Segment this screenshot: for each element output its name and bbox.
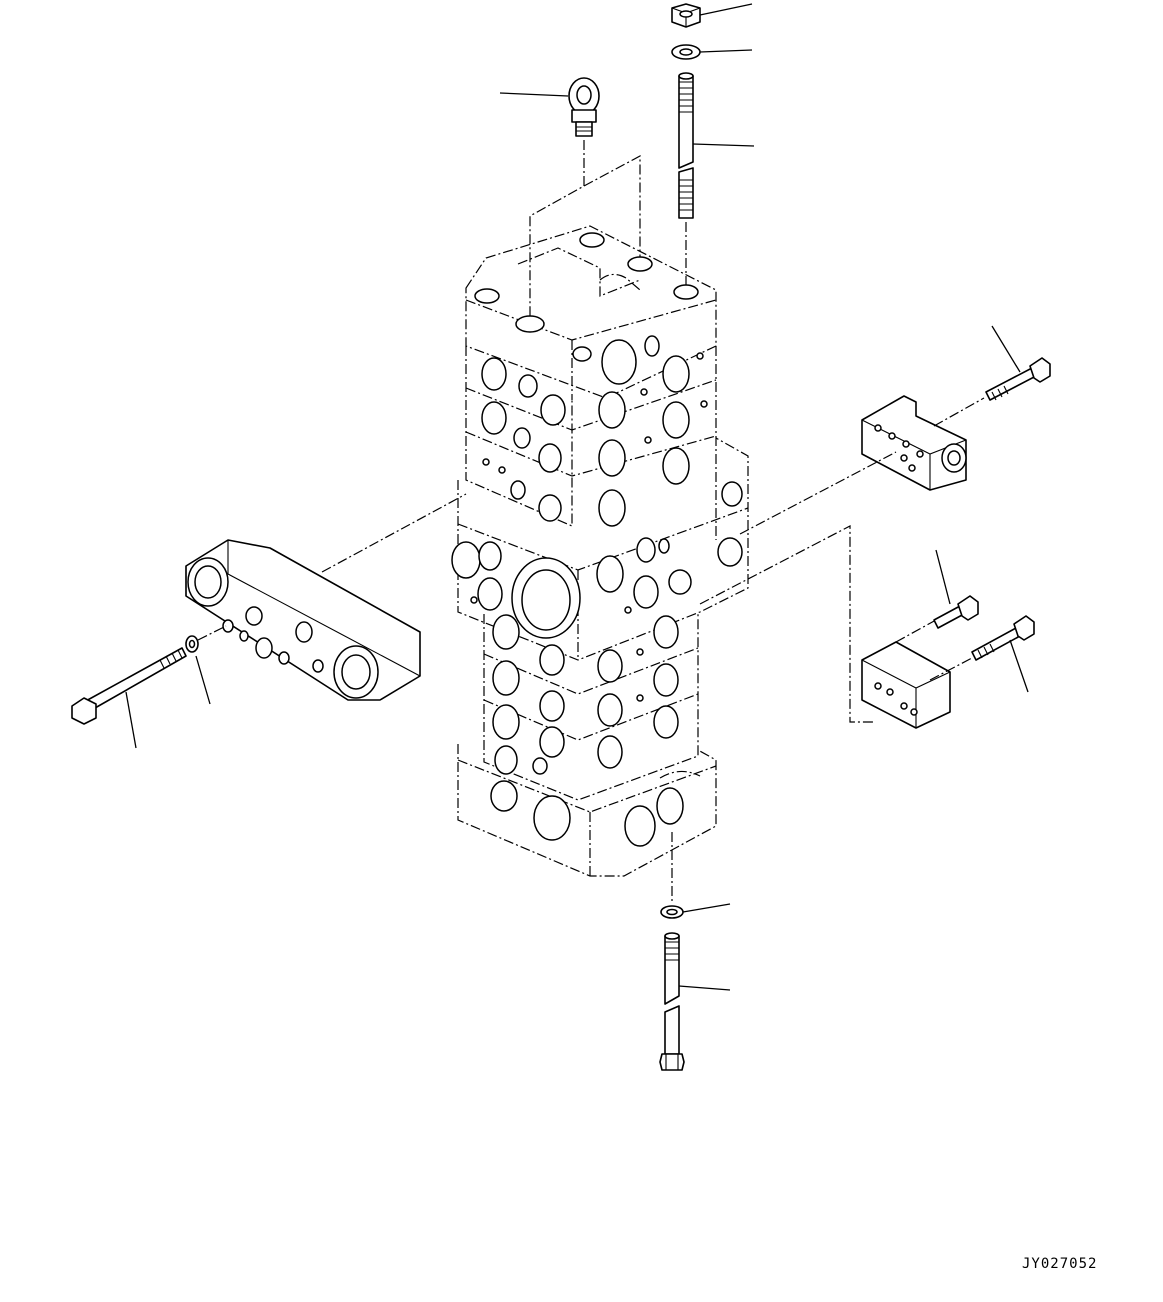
- right-lower-short-bolt[interactable]: [933, 595, 979, 629]
- left-washer[interactable]: [185, 635, 199, 653]
- eye-bolt[interactable]: [568, 77, 600, 137]
- leader-top-nut: [699, 3, 753, 16]
- centerline-eye-bolt: [529, 140, 641, 322]
- leader-left-washer: [195, 655, 211, 705]
- leader-top-washer: [699, 49, 753, 53]
- drawing-code: JY027052: [1022, 1256, 1098, 1272]
- leader-bottom-washer: [682, 903, 731, 913]
- top-washer[interactable]: [671, 44, 701, 60]
- leader-right-lower-short-bolt: [935, 549, 951, 605]
- bottom-stud-bolt[interactable]: [659, 932, 685, 1071]
- top-stud-bolt[interactable]: [678, 72, 694, 219]
- control-valve-body: [451, 225, 749, 877]
- left-side-section: [185, 493, 467, 701]
- leader-right-lower-long-bolt: [1009, 639, 1029, 693]
- top-nut[interactable]: [671, 3, 701, 28]
- right-upper-bolt[interactable]: [985, 357, 1051, 401]
- leader-left-long-bolt: [125, 691, 137, 749]
- bottom-washer[interactable]: [660, 905, 684, 919]
- leader-top-stud: [692, 143, 755, 147]
- left-long-bolt[interactable]: [71, 647, 187, 725]
- leader-eye-bolt: [499, 92, 569, 97]
- centerline-right-lower-bolts: [895, 619, 973, 681]
- centerline-left-section: [321, 493, 467, 573]
- right-lower-long-bolt[interactable]: [971, 615, 1035, 661]
- leader-right-upper-bolt: [991, 325, 1021, 373]
- centerline-right-upper: [739, 397, 985, 535]
- centerline-left-bolt: [197, 625, 227, 641]
- right-upper-block: [861, 395, 967, 491]
- leader-bottom-stud: [678, 985, 731, 991]
- right-lower-block: [861, 641, 951, 729]
